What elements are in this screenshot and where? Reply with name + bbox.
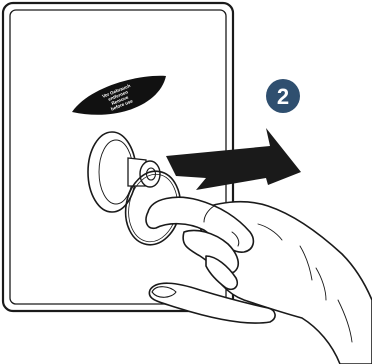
step-badge: 2: [266, 79, 300, 113]
step-number: 2: [277, 84, 289, 109]
